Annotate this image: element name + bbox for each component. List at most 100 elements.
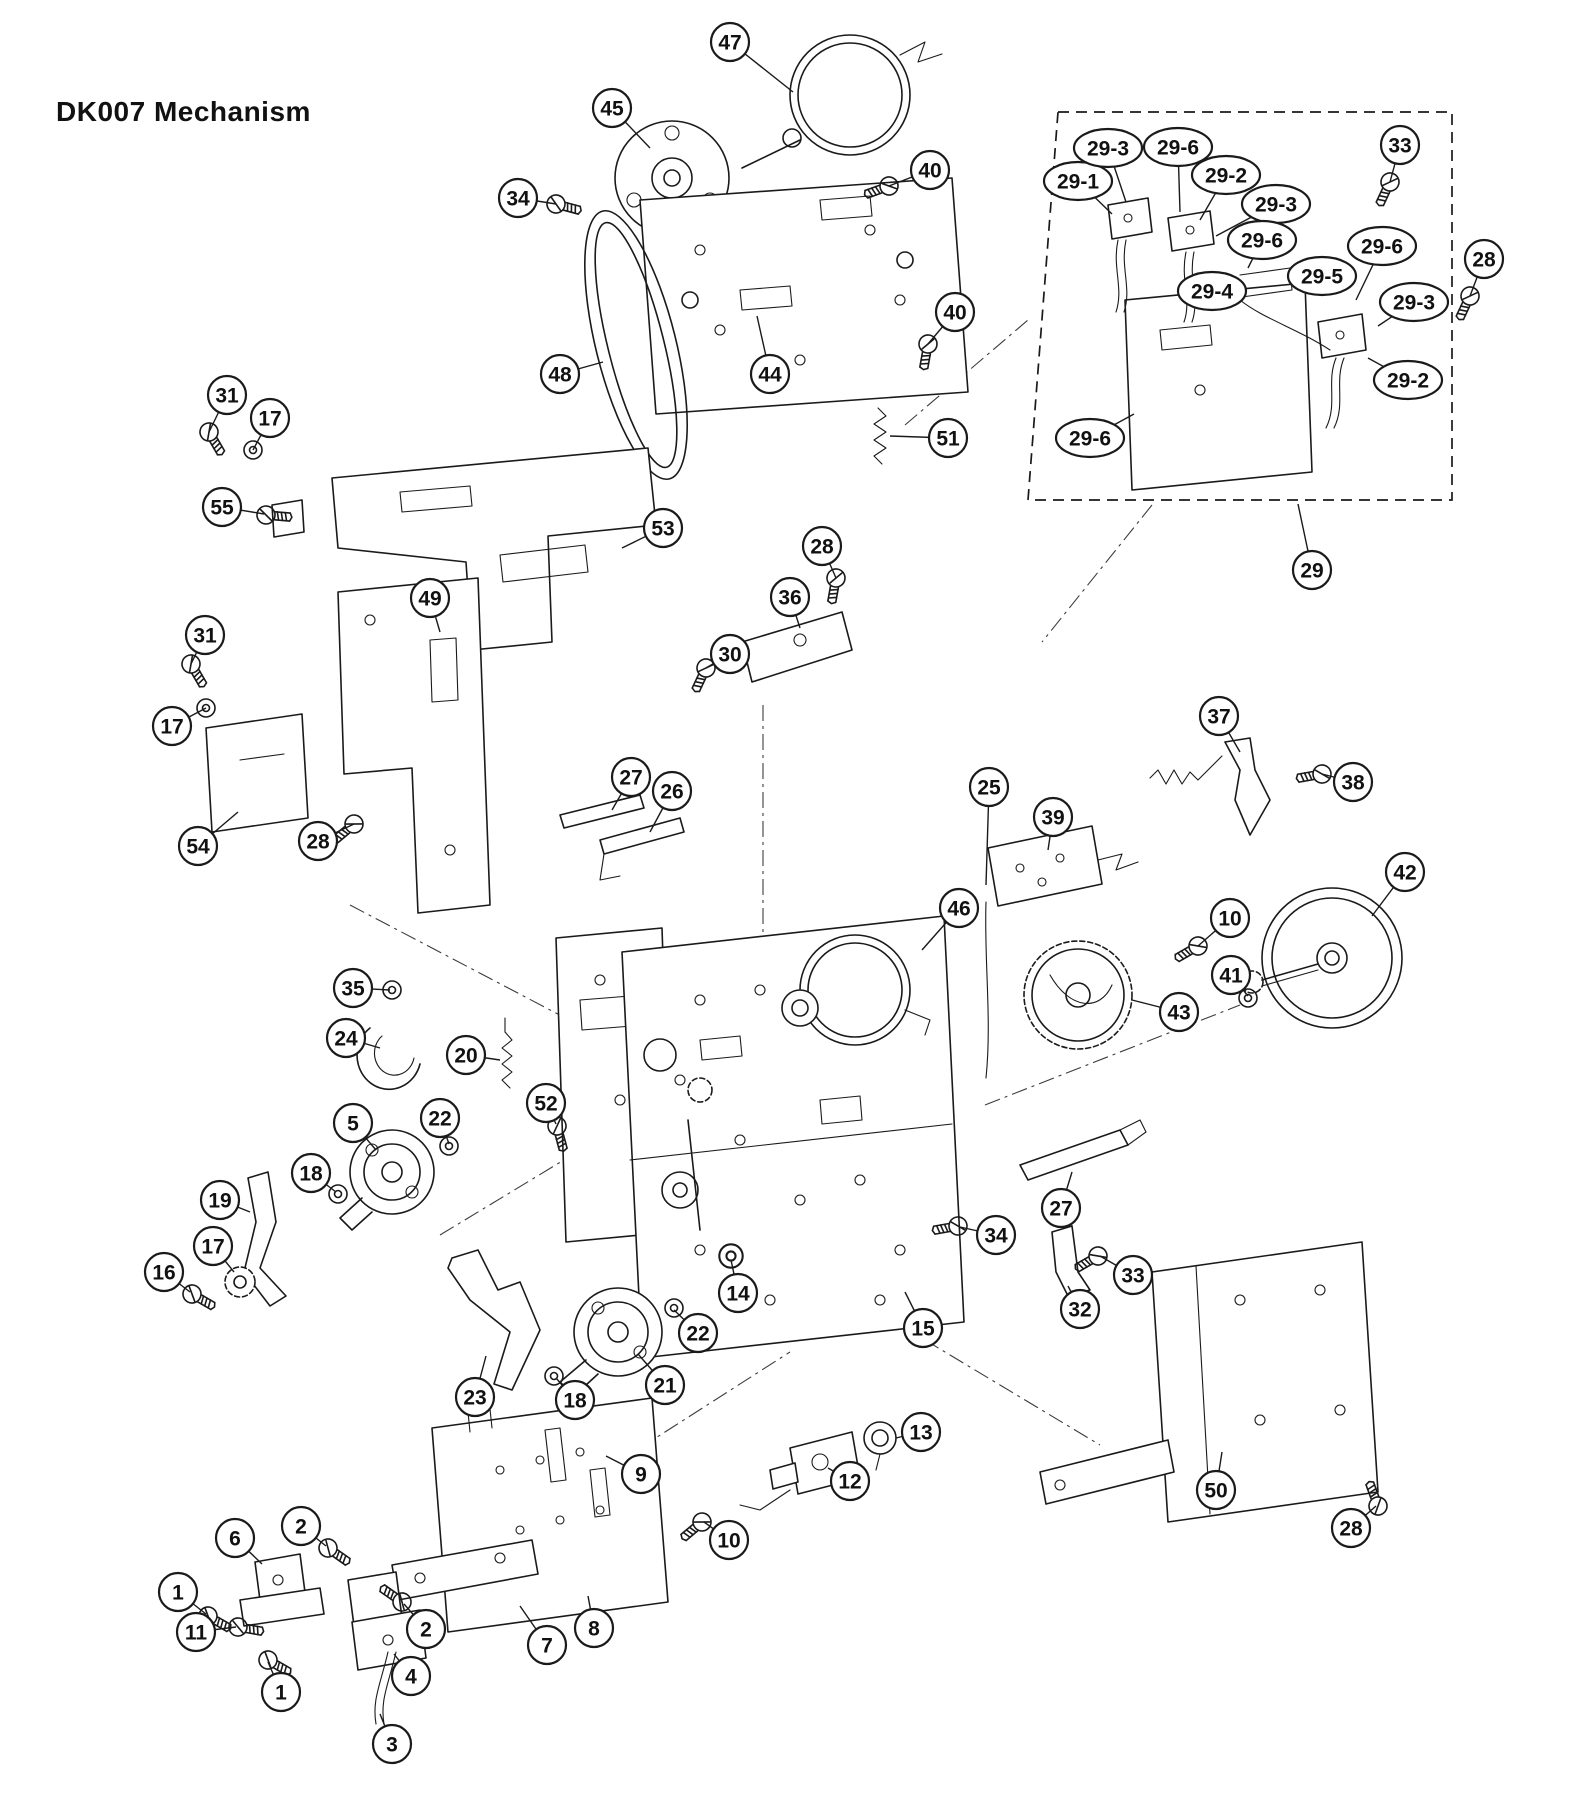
- callout-37: 37: [1198, 695, 1241, 753]
- callout-51: 51: [889, 417, 969, 459]
- callout-bubble: [280, 1505, 322, 1547]
- callout-39: 39: [1032, 796, 1074, 851]
- screw-33-icon: [1370, 169, 1403, 211]
- callout-bubble: [249, 397, 291, 439]
- motor-47-drawing: [741, 34, 943, 169]
- callout-29-3: 29-3: [1072, 127, 1144, 203]
- callout-number: 32: [1068, 1299, 1091, 1322]
- belt-48-drawing: [584, 209, 688, 481]
- washer-18-icon: [328, 1184, 348, 1204]
- callout-9: 9: [605, 1453, 662, 1495]
- callout-number: 29: [1300, 560, 1323, 583]
- callout-number: 18: [563, 1390, 587, 1413]
- callout-number: 54: [186, 836, 210, 859]
- screw-16-icon: [178, 1280, 220, 1316]
- callout-bubble: [143, 1251, 185, 1293]
- callout-number: 29-1: [1057, 171, 1099, 194]
- callout-bubble: [290, 1152, 332, 1194]
- callout-bubble: [934, 291, 976, 333]
- callout-22: 22: [419, 1097, 461, 1145]
- callout-29-2: 29-2: [1367, 357, 1444, 401]
- callout-12: 12: [827, 1460, 871, 1502]
- callout-bubble: [1112, 1254, 1154, 1296]
- callout-bubble: [1463, 238, 1505, 280]
- callout-5: 5: [332, 1102, 377, 1151]
- callout-bubble: [829, 1460, 871, 1502]
- callout-2: 2: [403, 1603, 447, 1650]
- callout-bubble: [591, 87, 633, 129]
- callout-bubble: [709, 21, 751, 63]
- callout-28: 28: [801, 525, 843, 579]
- callout-bubble: [909, 149, 951, 191]
- callout-14: 14: [717, 1259, 759, 1314]
- plate-8-drawing: [431, 1397, 669, 1633]
- callout-11: 11: [175, 1611, 237, 1653]
- callout-number: 40: [918, 160, 941, 183]
- callout-number: 10: [717, 1530, 740, 1553]
- callout-bubble: [206, 374, 248, 416]
- callout-number: 43: [1167, 1002, 1190, 1025]
- callout-bubble: [620, 1453, 662, 1495]
- callout-number: 18: [299, 1163, 323, 1186]
- callout-bubble: [445, 1034, 487, 1076]
- callout-bubble: [644, 1364, 686, 1406]
- callout-number: 3: [386, 1734, 398, 1757]
- callout-number: 22: [428, 1108, 451, 1131]
- callout-46: 46: [921, 887, 980, 951]
- callout-8: 8: [573, 1595, 615, 1649]
- callout-number: 29-6: [1069, 428, 1111, 451]
- bracket-36-drawing: [741, 611, 853, 683]
- callout-29-6: 29-6: [1142, 126, 1214, 213]
- callout-40: 40: [888, 149, 951, 191]
- callout-number: 38: [1341, 772, 1365, 795]
- callout-10: 10: [703, 1519, 750, 1561]
- callout-number: 42: [1393, 862, 1416, 885]
- callout-36: 36: [769, 576, 811, 629]
- callout-bubble: [175, 1611, 217, 1653]
- callout-bubble: [677, 1312, 719, 1354]
- callout-bubble: [642, 507, 684, 549]
- callout-18: 18: [290, 1152, 337, 1194]
- washer-22-icon: [439, 1136, 459, 1156]
- callout-number: 29-2: [1387, 370, 1429, 393]
- callout-bubble: [708, 1519, 750, 1561]
- callout-bubble: [554, 1379, 596, 1421]
- callout-number: 53: [651, 518, 674, 541]
- callout-bubble: [968, 766, 1010, 808]
- callout-bubble: [749, 353, 791, 395]
- callout-bubble: [201, 486, 243, 528]
- callout-bubble: [1195, 1469, 1237, 1511]
- callout-number: 45: [600, 98, 624, 121]
- callout-bubble: [1072, 127, 1144, 169]
- callout-bubble: [1378, 281, 1450, 323]
- callout-16: 16: [143, 1251, 191, 1293]
- callout-bubble: [325, 1017, 367, 1059]
- callout-number: 17: [201, 1236, 224, 1259]
- callout-bubble: [199, 1179, 241, 1221]
- callout-32: 32: [1059, 1285, 1101, 1330]
- callout-29-1: 29-1: [1042, 160, 1114, 215]
- callout-49: 49: [409, 577, 451, 633]
- callout-29-6: 29-6: [1054, 413, 1135, 459]
- callout-bubble: [1226, 219, 1298, 261]
- callout-bubble: [975, 1214, 1017, 1256]
- callout-bubble: [151, 705, 193, 747]
- callout-number: 50: [1204, 1480, 1227, 1503]
- callout-28: 28: [1463, 238, 1505, 297]
- callout-bubble: [539, 353, 581, 395]
- callout-number: 36: [778, 587, 801, 610]
- callout-2: 2: [280, 1505, 327, 1547]
- callout-number: 52: [534, 1093, 557, 1116]
- callout-number: 35: [341, 978, 365, 1001]
- gear-17-drawing: [224, 1266, 256, 1298]
- callout-17: 17: [192, 1225, 235, 1273]
- callout-42: 42: [1371, 851, 1426, 917]
- screw-31-icon: [195, 418, 231, 460]
- callout-1: 1: [157, 1571, 207, 1615]
- callout-bubble: [1372, 359, 1444, 401]
- callout-bubble: [525, 1082, 567, 1124]
- callout-29-3: 29-3: [1215, 183, 1312, 237]
- callout-number: 7: [541, 1635, 553, 1658]
- callout-15: 15: [902, 1291, 944, 1349]
